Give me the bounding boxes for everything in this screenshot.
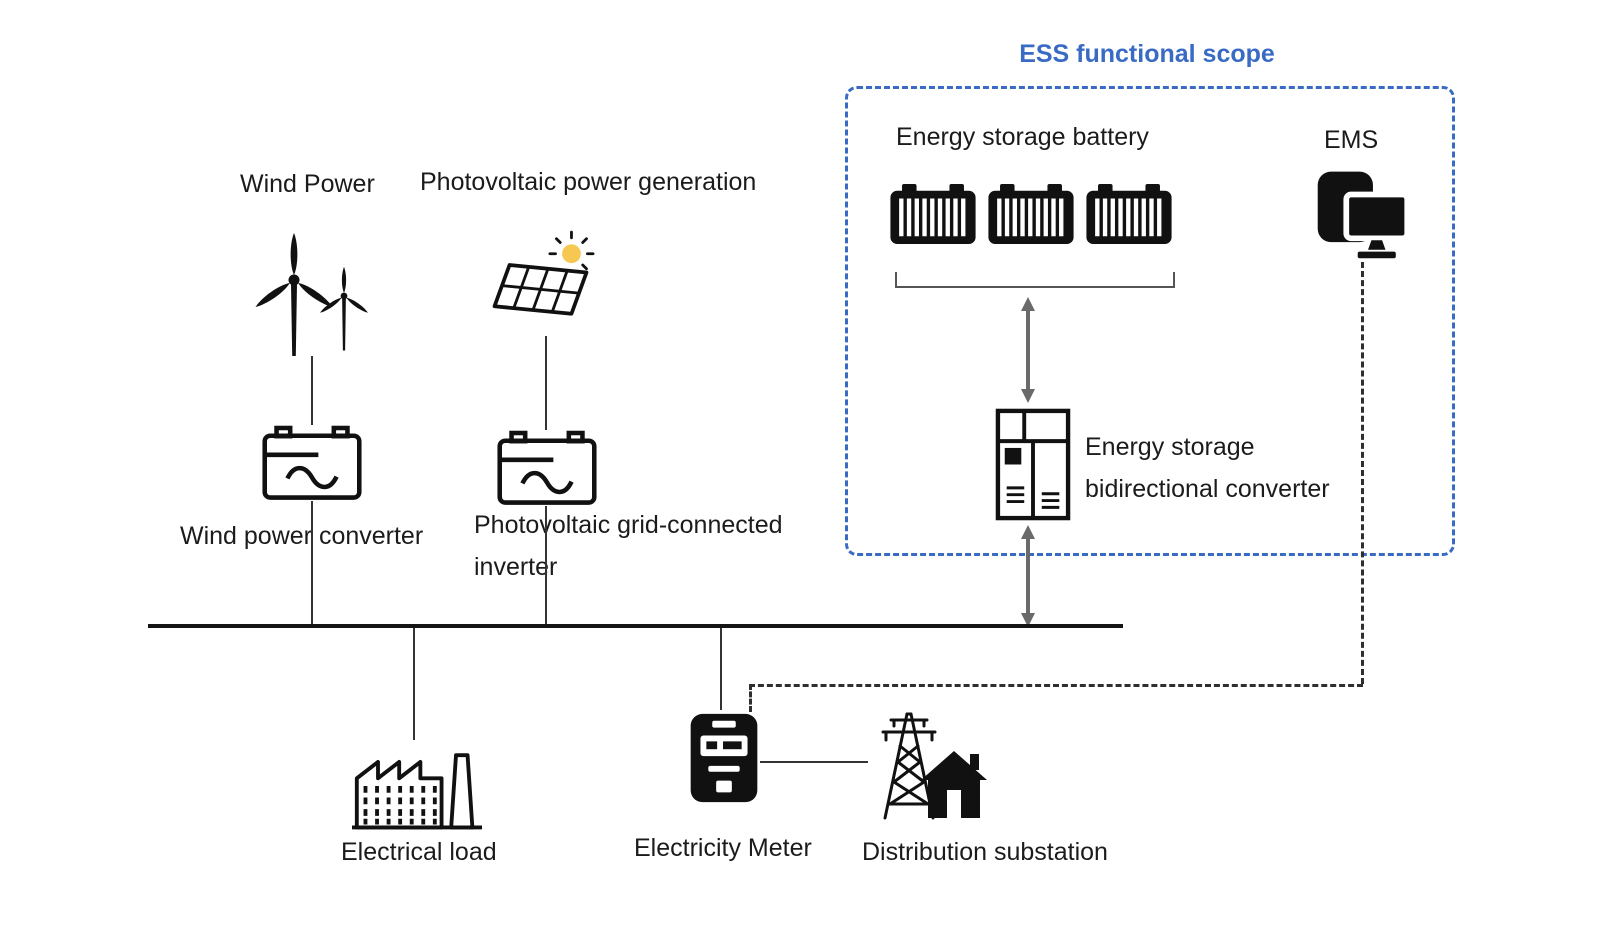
- ess-scope-boundary: [845, 86, 1455, 556]
- bidirectional-converter-label-line2: bidirectional converter: [1085, 474, 1330, 503]
- battery-icon: [890, 184, 976, 244]
- distribution-substation-label: Distribution substation: [862, 838, 1108, 866]
- line-bus-to-load: [413, 628, 415, 740]
- pv-inverter-label: Photovoltaic grid-connected inverter: [474, 509, 783, 583]
- ems-dashed-line-horizontal: [749, 684, 1363, 687]
- wind-turbine-icon: [252, 222, 372, 358]
- solar-panel-icon: [487, 228, 609, 332]
- storage-battery-label: Energy storage battery: [896, 123, 1149, 151]
- electrical-load-label: Electrical load: [341, 838, 497, 866]
- pv-generation-label: Photovoltaic power generation: [420, 168, 757, 196]
- power-bus-line: [148, 624, 1123, 628]
- arrow-converter-to-bus: [1021, 525, 1035, 627]
- wind-converter-label: Wind power converter: [180, 522, 424, 550]
- transmission-tower-house-icon: [855, 700, 990, 822]
- bidirectional-converter-label: Energy storage bidirectional converter: [1085, 431, 1330, 505]
- wind-power-label: Wind Power: [240, 170, 375, 198]
- pv-inverter-icon: [497, 430, 597, 506]
- ess-scope-title: ESS functional scope: [1019, 40, 1275, 68]
- electricity-meter-label: Electricity Meter: [634, 834, 812, 862]
- battery-icon: [988, 184, 1074, 244]
- line-turbine-to-converter: [311, 356, 313, 425]
- bidirectional-converter-label-line1: Energy storage: [1085, 433, 1255, 461]
- line-windconverter-to-bus: [311, 501, 313, 624]
- factory-icon: [352, 740, 482, 832]
- bidirectional-converter-icon: [995, 407, 1071, 522]
- battery-icon: [1086, 184, 1172, 244]
- battery-group-bracket: [895, 272, 1175, 288]
- arrow-battery-to-converter: [1021, 297, 1035, 403]
- line-inverter-to-bus: [545, 506, 547, 624]
- line-meter-to-substation: [760, 761, 868, 763]
- ems-label: EMS: [1324, 126, 1379, 154]
- pv-inverter-label-line2: inverter: [474, 552, 558, 581]
- electricity-meter-icon: [686, 710, 762, 810]
- ems-computer-icon: [1312, 167, 1412, 262]
- ems-dashed-line-vertical: [1361, 262, 1364, 684]
- wind-converter-icon: [262, 425, 362, 501]
- pv-inverter-label-line1: Photovoltaic grid-connected: [474, 511, 783, 539]
- ems-dashed-line-to-meter: [749, 684, 752, 712]
- line-bus-to-meter: [720, 628, 722, 710]
- line-solar-to-inverter: [545, 336, 547, 430]
